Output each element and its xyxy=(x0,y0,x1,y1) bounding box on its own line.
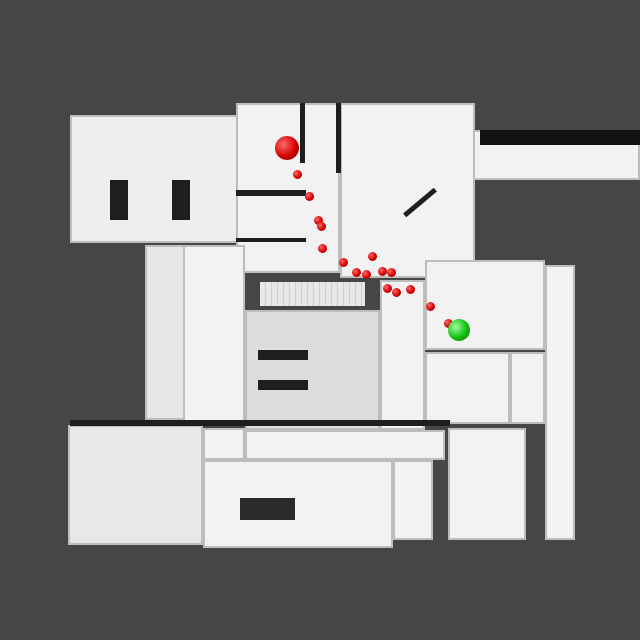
furniture xyxy=(258,350,308,360)
room-east-strip xyxy=(545,265,575,540)
wall xyxy=(236,190,306,196)
path-waypoint xyxy=(313,215,323,225)
path-waypoint xyxy=(304,191,314,201)
path-waypoint xyxy=(386,267,396,277)
central-room xyxy=(245,310,380,430)
hallway-center xyxy=(380,280,425,430)
furniture xyxy=(258,380,308,390)
path-waypoint xyxy=(405,284,415,294)
wall xyxy=(480,130,640,145)
room-top-right xyxy=(340,103,475,278)
path-waypoint xyxy=(316,221,326,231)
hallway-south xyxy=(245,430,445,460)
living-area-west xyxy=(180,245,245,425)
room-bottom-closet xyxy=(393,460,433,540)
path-waypoint xyxy=(425,301,435,311)
room-east-mid xyxy=(425,352,510,424)
bedroom-east xyxy=(425,260,545,350)
furniture xyxy=(110,180,128,220)
path-waypoint xyxy=(382,283,392,293)
stairs xyxy=(260,282,365,306)
path-waypoint xyxy=(317,243,327,253)
living-area-strip xyxy=(145,245,185,420)
furniture xyxy=(240,498,295,520)
path-waypoint xyxy=(292,169,302,179)
path-waypoint xyxy=(377,266,387,276)
path-waypoint xyxy=(367,251,377,261)
room-bottom-left xyxy=(68,425,203,545)
wall xyxy=(300,103,305,163)
room-bottom-small xyxy=(203,428,245,460)
path-waypoint xyxy=(391,287,401,297)
room-left-top xyxy=(70,115,238,243)
room-bottom-center xyxy=(203,460,393,548)
furniture xyxy=(172,180,190,220)
path-waypoint xyxy=(351,267,361,277)
wall xyxy=(70,420,450,426)
goal-marker xyxy=(448,319,470,341)
path-waypoint xyxy=(361,269,371,279)
path-waypoint xyxy=(338,257,348,267)
room-bottom-right xyxy=(448,428,526,540)
room-east-mid2 xyxy=(510,352,545,424)
wall xyxy=(336,103,341,173)
wall xyxy=(236,238,306,242)
path-waypoint xyxy=(443,318,453,328)
start-marker xyxy=(275,136,299,160)
